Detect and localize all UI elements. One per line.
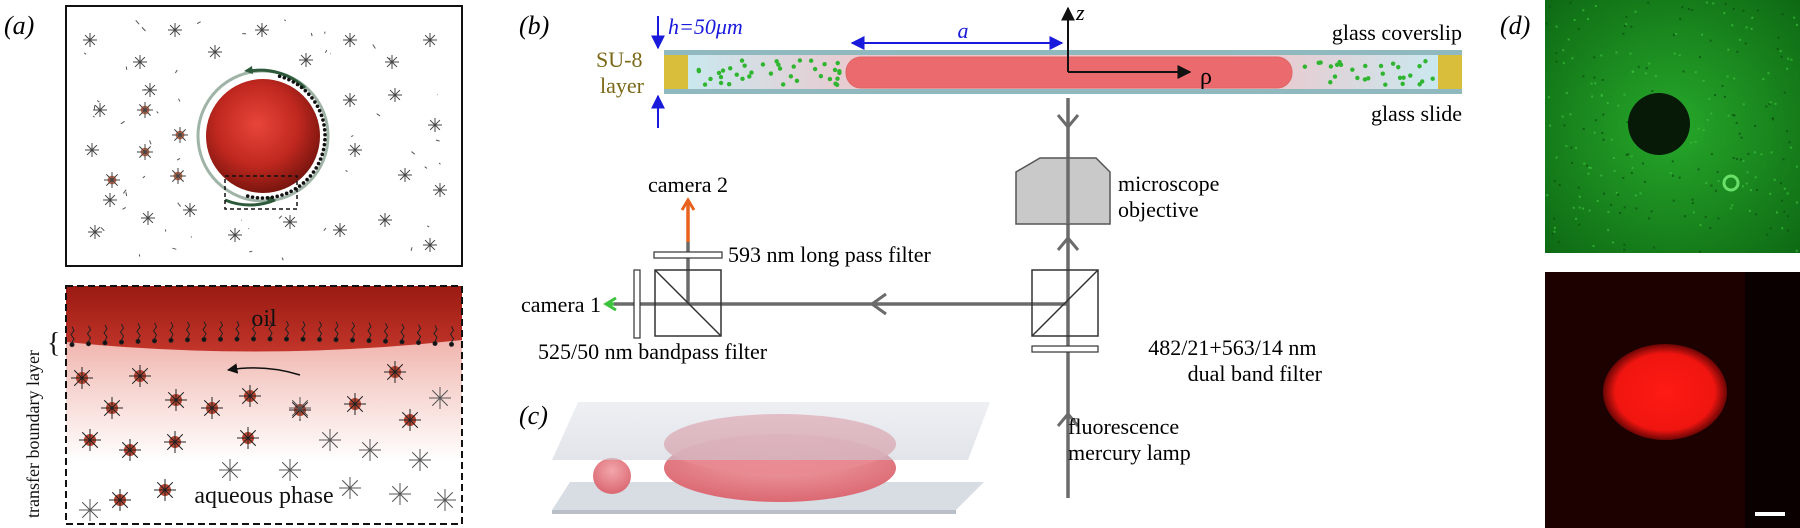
- glass-coverslip-label: glass coverslip: [1332, 20, 1462, 45]
- dichroic-beamsplitter-left: [654, 269, 722, 337]
- dual-band-filter: [1031, 345, 1099, 353]
- surfactant-monomers-top: [83, 19, 441, 261]
- microscope-objective: [1015, 157, 1111, 225]
- fluorescence-image-green: [1545, 0, 1800, 253]
- dye-micelles: [71, 361, 421, 511]
- panel-label-d: (d): [1500, 11, 1530, 40]
- dual-band-filter-label: 482/21+563/14 nm dual band filter: [1148, 335, 1322, 386]
- lamp-label: fluorescence mercury lamp: [1068, 414, 1191, 465]
- fluorescence-image-red: [1545, 272, 1800, 528]
- su8-spacer-left: [664, 55, 688, 89]
- height-label: h=50μm: [668, 14, 743, 39]
- camera-1-label: camera 1: [521, 292, 601, 317]
- boundary-brace: {: [47, 328, 60, 359]
- fluorescent-micelles: [696, 58, 1435, 88]
- oil-label: oil: [251, 306, 277, 332]
- zoom-region-box: [224, 175, 298, 210]
- panel-label-b: (b): [519, 11, 549, 40]
- long-pass-filter-label: 593 nm long pass filter: [728, 242, 932, 267]
- panel-label-a: (a): [4, 11, 34, 40]
- interfacial-flow-arrow: [226, 363, 301, 376]
- microchannel: [664, 50, 1462, 94]
- bandpass-filter-label: 525/50 nm bandpass filter: [538, 339, 768, 364]
- surfactant-micelles-top: [83, 23, 447, 252]
- long-pass-filter: [653, 251, 723, 259]
- su8-spacer-right: [1438, 55, 1462, 89]
- panel-label-c: (c): [519, 401, 548, 430]
- adsorbed-surfactant: [245, 74, 327, 200]
- 3d-channel-render: [552, 402, 990, 514]
- objective-label: microscope objective: [1118, 171, 1225, 222]
- panel-a-zoom-schematic: oil aqueous phase: [65, 285, 463, 525]
- aqueous-phase-label: aqueous phase: [194, 483, 333, 509]
- empty-micelles: [79, 387, 456, 521]
- radius-label: a: [958, 18, 969, 43]
- panel-a-top-schematic: [65, 5, 463, 267]
- dichroic-beamsplitter-right: [1031, 269, 1099, 337]
- transfer-boundary-layer-label: transfer boundary layer: [23, 350, 43, 518]
- bandpass-filter: [633, 269, 641, 339]
- z-axis-label: z: [1075, 0, 1085, 25]
- scale-bar: [1755, 512, 1785, 516]
- interface-surfactants: [69, 320, 455, 348]
- su8-label: SU-8 layer: [596, 47, 648, 98]
- glass-slide-label: glass slide: [1371, 101, 1462, 126]
- camera-2-label: camera 2: [648, 172, 728, 197]
- rho-axis-label: ρ: [1200, 64, 1212, 90]
- oil-drop: [206, 79, 320, 193]
